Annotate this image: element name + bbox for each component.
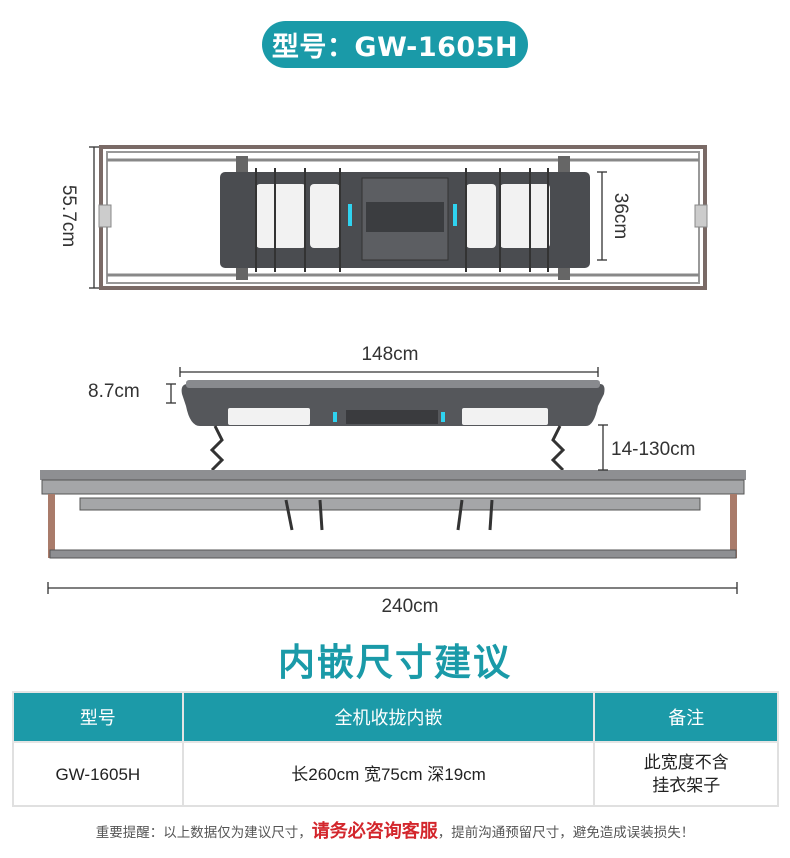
top-box-width-label: 36cm — [610, 192, 631, 240]
scissor-arms — [209, 425, 566, 472]
cell-model: GW-1605H — [12, 741, 184, 807]
model-title-badge: 型号：GW-1605H — [262, 21, 528, 68]
footer-prefix: 重要提醒：以上数据仅为建议尺寸， — [95, 825, 312, 841]
side-view-rack — [40, 470, 746, 559]
header-note: 备注 — [593, 691, 779, 743]
side-view-dimension-lines — [47, 367, 738, 594]
top-view-motor-box — [220, 168, 590, 272]
box-height-label: 8.7cm — [88, 381, 140, 402]
footer-highlight: 请务必咨询客服 — [311, 821, 438, 842]
table-row: GW-1605H 长260cm 宽75cm 深19cm 此宽度不含挂衣架子 — [12, 741, 779, 807]
top-width-label: 55.7cm — [58, 184, 79, 248]
top-view-dimension-lines — [89, 146, 607, 289]
header-model: 型号 — [12, 691, 184, 743]
header-size: 全机收拢内嵌 — [181, 691, 596, 743]
side-view-motor-box — [181, 380, 605, 426]
section-heading: 内嵌尺寸建议 — [278, 641, 512, 684]
cell-size: 长260cm 宽75cm 深19cm — [181, 741, 596, 807]
table-header-row: 型号 全机收拢内嵌 备注 — [12, 691, 779, 743]
note-line-2: 挂衣架子 — [652, 776, 721, 795]
total-length-label: 240cm — [381, 596, 439, 617]
lift-range-label: 14-130cm — [611, 439, 696, 460]
size-table: 型号 全机收拢内嵌 备注 GW-1605H 长260cm 宽75cm 深19cm… — [12, 691, 779, 807]
side-view-drawing — [40, 367, 746, 594]
footer-suffix: ，提前沟通预留尺寸，避免造成误装损失！ — [437, 825, 695, 841]
footer-notice: 重要提醒：以上数据仅为建议尺寸，请务必咨询客服，提前沟通预留尺寸，避免造成误装损… — [0, 817, 790, 843]
box-length-label: 148cm — [361, 344, 419, 365]
top-view-drawing — [89, 145, 708, 290]
cell-note: 此宽度不含挂衣架子 — [593, 741, 779, 807]
note-line-1: 此宽度不含 — [643, 753, 729, 772]
